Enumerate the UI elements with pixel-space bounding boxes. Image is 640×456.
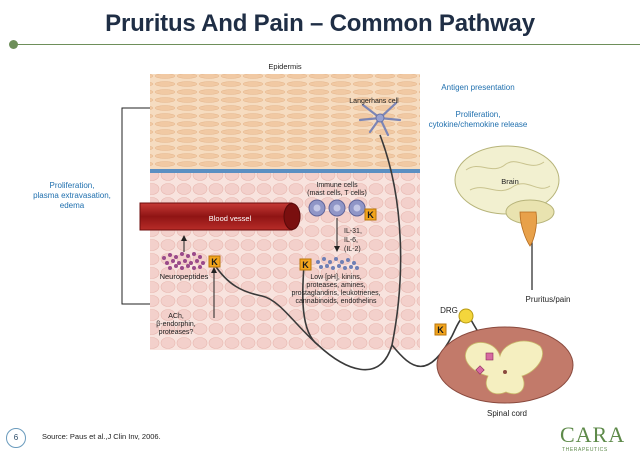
immune-cells-label: Immune cells [316,182,358,189]
nerve-branch-mediators [301,265,319,346]
left-effect-label-line3: edema [60,201,85,210]
logo-subtext: THERAPEUTICS [562,447,608,453]
title-divider [14,44,640,45]
langerhans-cell [358,101,402,137]
svg-text:K: K [302,260,309,270]
svg-text:K: K [437,325,444,335]
il6-label: IL-6, [344,237,358,244]
immune-cells-sub-label: (mast cells, T cells) [307,190,367,197]
drg-ganglion [458,308,474,324]
immune-cells [308,199,366,217]
mediators-label-line3: prostaglandins, leukotrienes, [291,290,380,297]
page-title: Pruritus And Pain – Common Pathway [105,10,535,37]
mediators-label-line1: Low [pH], kinins, [310,274,361,281]
basement-membrane [150,169,420,173]
il2-label: (IL-2) [344,246,361,253]
proliferation-cytokine-label-line1: Proliferation, [456,110,501,119]
source-citation: Source: Paus et al.,J Clin Inv, 2006. [42,432,161,441]
blood-vessel [139,202,301,231]
drg-label: DRG [440,306,458,315]
neuropeptides-label: Neuropeptides [160,272,209,281]
proliferation-cytokine-label-line2: cytokine/chemokine release [429,120,528,129]
left-effect-label-line1: Proliferation, [50,181,95,190]
neuropeptide-cluster [162,252,205,270]
ach-label-line2: β-endorphin, [156,321,195,328]
logo-text: CARA [560,422,625,447]
epidermis-layer [150,74,420,169]
spinal-cord-label: Spinal cord [487,409,527,418]
langerhans-label: Langerhans cell [349,98,399,105]
title-bullet-dot [9,40,18,49]
pathway-diagram: K K K K Epidermis Langerhans cell Immune… [33,62,574,418]
page-number-badge: 6 [6,428,26,448]
k-receptor-badge: K [208,255,221,268]
nerve-fiber [213,134,402,371]
brain [454,145,560,290]
svg-text:K: K [211,257,218,267]
k-receptor-badge: K [364,208,377,221]
k-receptor-badge: K [299,258,312,271]
cara-logo: CARA THERAPEUTICS [560,422,625,453]
ach-label-line3: proteases? [159,329,194,336]
left-effect-label-line2: plasma extravasation, [33,191,111,200]
svg-text:K: K [367,210,374,220]
brain-label: Brain [501,177,519,186]
pruritus-pain-label: Pruritus/pain [526,295,571,304]
feedback-bracket-line [121,107,150,305]
antigen-presentation-label: Antigen presentation [441,83,514,92]
nerve-to-drg [391,317,463,367]
ach-label-line1: ACh, [168,313,184,320]
epidermis-label: Epidermis [268,62,302,71]
mediators-label-line4: cannabinoids, endothelins [296,298,377,305]
spinal-cord [436,326,574,404]
mediators-label-line2: proteases, amines, [306,282,365,289]
blood-vessel-label: Blood vessel [209,214,252,223]
mediator-cluster [316,257,359,270]
k-receptor-badge: K [434,323,447,336]
il31-label: IL-31, [344,228,362,235]
